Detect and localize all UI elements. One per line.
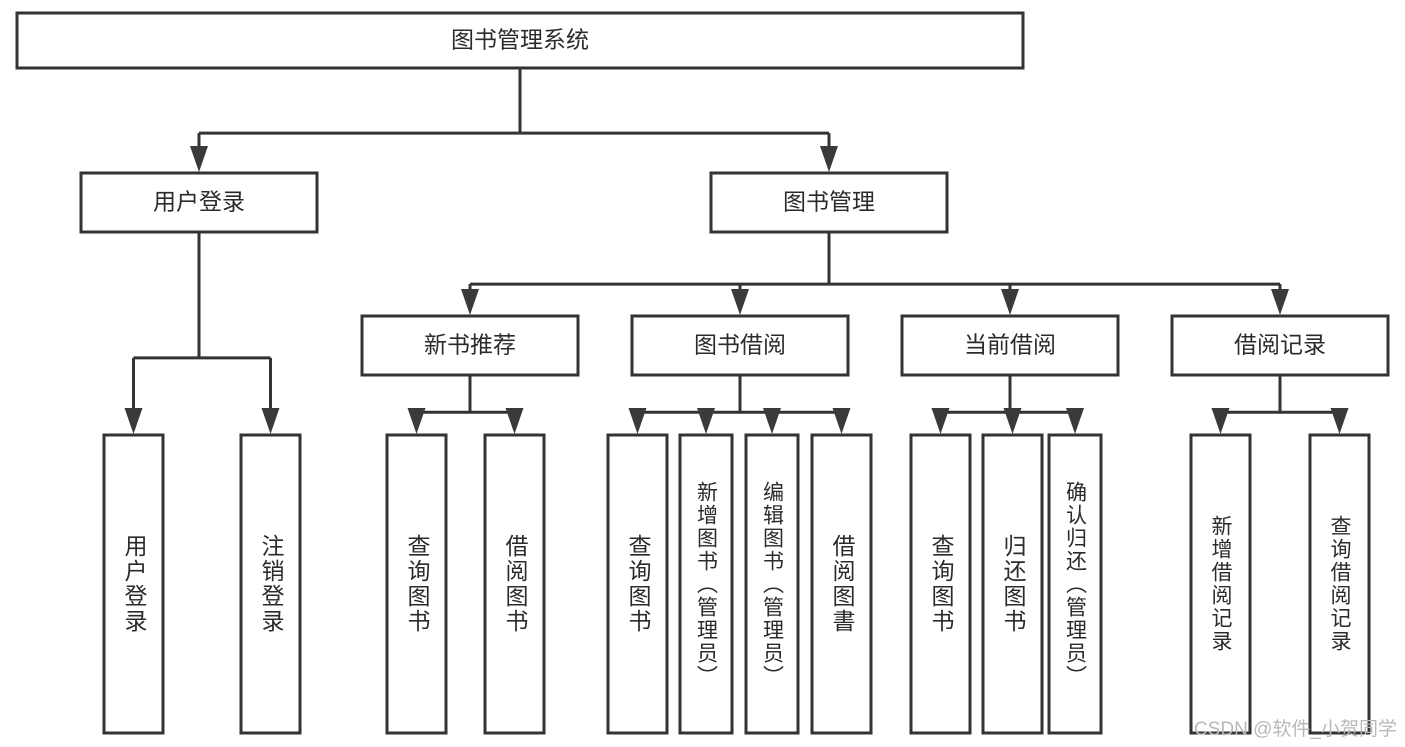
node-box-leaf-9[interactable]	[909, 433, 972, 735]
node-label-new-book: 新书推荐	[424, 332, 516, 358]
node-box-leaf-12[interactable]	[1189, 433, 1252, 735]
node-box-leaf-11[interactable]	[1047, 433, 1103, 735]
node-box-leaf-7[interactable]	[744, 433, 800, 735]
node-box-leaf-4[interactable]	[483, 433, 546, 735]
node-box-leaf-1[interactable]	[102, 433, 165, 735]
node-box-cur-borrow[interactable]	[900, 314, 1120, 377]
node-box-leaf-10[interactable]	[981, 433, 1044, 735]
node-box-rec-borrow[interactable]	[1170, 314, 1390, 377]
node-label-book-borrow: 图书借阅	[694, 332, 786, 358]
connector-layer	[124, 68, 1349, 434]
node-label-cur-borrow: 当前借阅	[964, 332, 1056, 358]
node-label-user-login: 用户登录	[153, 189, 245, 215]
node-box-user-login[interactable]	[79, 171, 319, 234]
box-layer	[15, 11, 1390, 735]
node-box-new-book[interactable]	[360, 314, 580, 377]
csdn-watermark: CSDN @软件_小贺同学	[1194, 719, 1397, 740]
node-label-rec-borrow: 借阅记录	[1234, 332, 1326, 358]
node-label-root: 图书管理系统	[451, 27, 589, 53]
node-box-book-borrow[interactable]	[630, 314, 850, 377]
node-box-leaf-8[interactable]	[810, 433, 873, 735]
node-box-leaf-2[interactable]	[239, 433, 302, 735]
node-label-book-manage: 图书管理	[783, 189, 875, 215]
node-box-book-manage[interactable]	[709, 171, 949, 234]
node-box-leaf-5[interactable]	[606, 433, 669, 735]
node-box-root[interactable]	[15, 11, 1025, 70]
node-box-leaf-3[interactable]	[385, 433, 448, 735]
node-box-leaf-13[interactable]	[1308, 433, 1371, 735]
node-box-leaf-6[interactable]	[678, 433, 734, 735]
